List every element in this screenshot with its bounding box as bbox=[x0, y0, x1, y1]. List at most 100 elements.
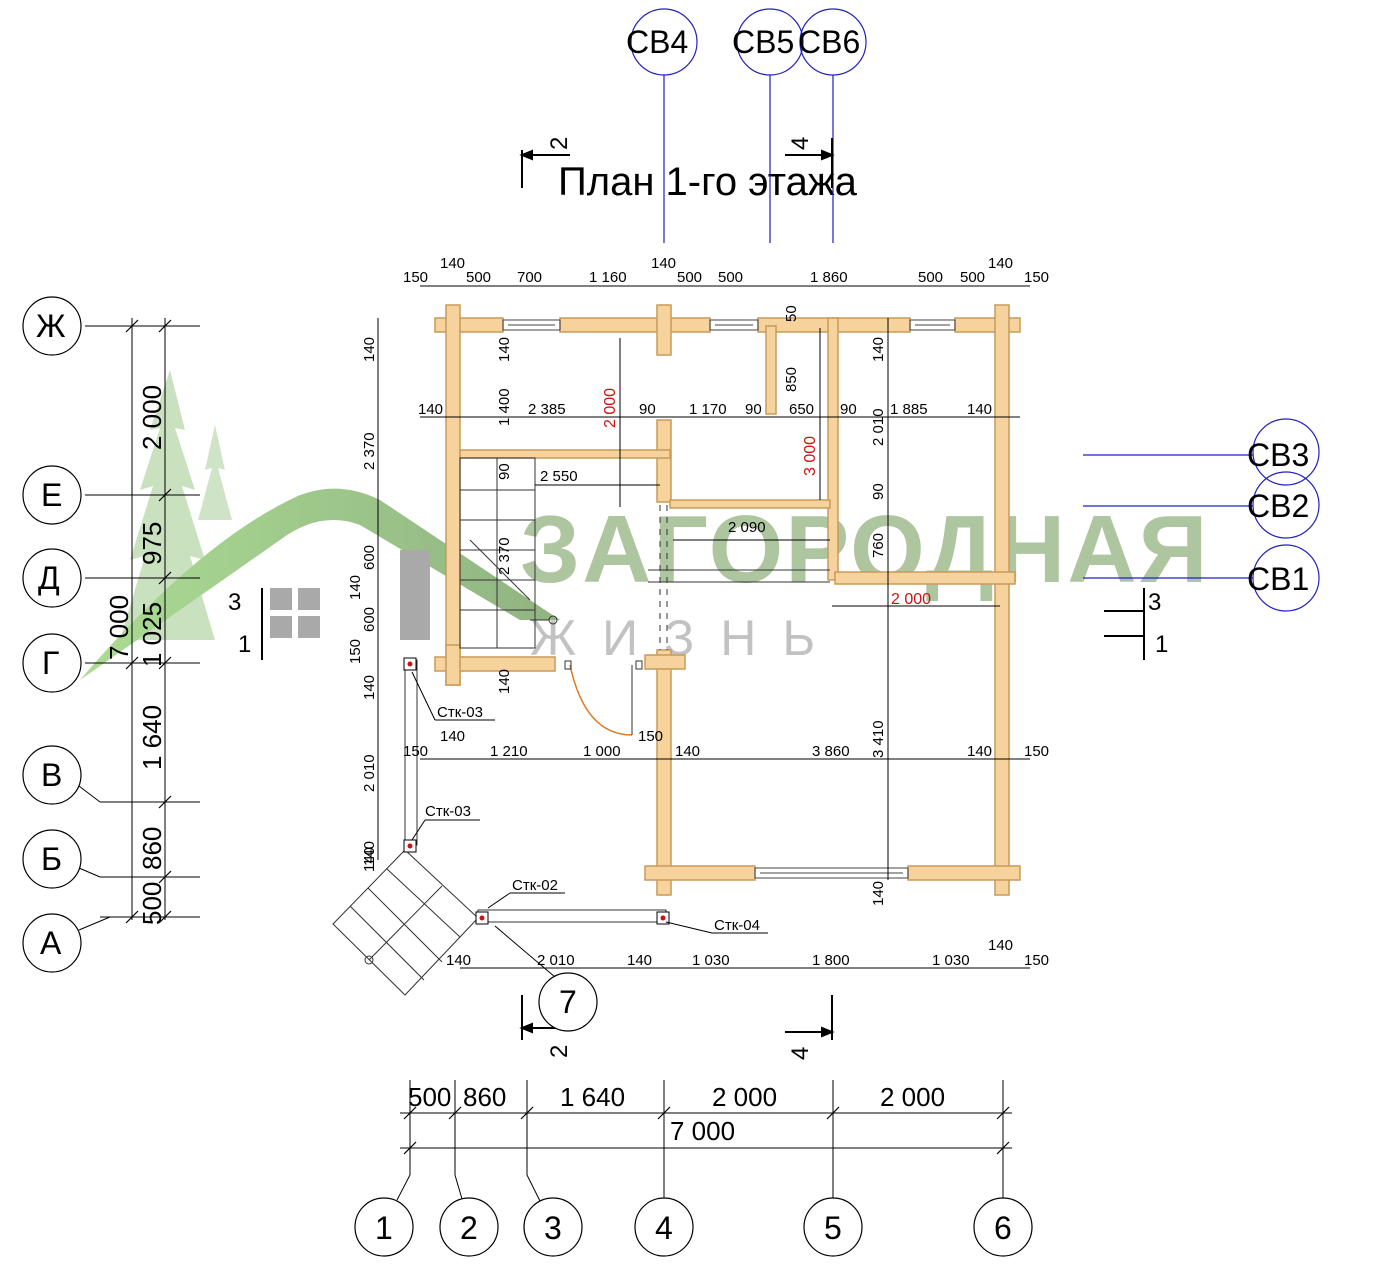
door-swing bbox=[569, 664, 633, 736]
dim-mid-90-c: 90 bbox=[840, 401, 857, 418]
axis-v: В bbox=[41, 757, 62, 793]
dim-mid-2385: 2 385 bbox=[528, 401, 566, 418]
axis-a: А bbox=[40, 925, 62, 961]
axis-7: 7 bbox=[559, 984, 577, 1020]
dim-top-500-e: 500 bbox=[960, 269, 985, 286]
dim-axis-total: 7 000 bbox=[670, 1116, 735, 1146]
axis-1: 1 bbox=[375, 1210, 393, 1246]
cut-label-1-right: 1 bbox=[1155, 631, 1168, 658]
dim-inner-2370: 2 370 bbox=[361, 432, 378, 470]
dim-bot-140-b: 140 bbox=[627, 952, 652, 969]
dim-bot-140-d: 140 bbox=[361, 841, 378, 866]
dim-mid-650: 650 bbox=[789, 401, 814, 418]
dim-left-975: 975 bbox=[137, 522, 167, 565]
tag-cb3: СВ3 bbox=[1247, 437, 1309, 473]
dim-bot-1030-b: 1 030 bbox=[932, 952, 970, 969]
axis-e: Е bbox=[41, 477, 62, 513]
dim-bot-140-a: 140 bbox=[446, 952, 471, 969]
dim-low-3860: 3 860 bbox=[812, 743, 850, 760]
dim-axis-860: 860 bbox=[463, 1082, 506, 1112]
dim-bot-1030-a: 1 030 bbox=[692, 952, 730, 969]
dim-red-2000-a: 2 000 bbox=[602, 388, 619, 428]
logo-watermark: ЗАГОРОДНАЯ ЖИЗНЬ bbox=[80, 370, 1210, 680]
dim-low-140-e: 140 bbox=[870, 881, 887, 906]
dim-low-140-d: 140 bbox=[496, 669, 513, 694]
dim-low-150-a: 150 bbox=[403, 743, 428, 760]
dim-bot-1800: 1 800 bbox=[812, 952, 850, 969]
logo-roof-icon bbox=[80, 488, 560, 680]
dim-mid-140-b: 140 bbox=[967, 401, 992, 418]
staircase bbox=[459, 457, 558, 649]
tag-cb6: СВ6 bbox=[798, 24, 860, 60]
dim-left-1640: 1 640 bbox=[137, 705, 167, 770]
cut-label-2-bottom: 2 bbox=[546, 1045, 573, 1058]
dim-top-140-b: 140 bbox=[651, 255, 676, 272]
cut-label-3-right: 3 bbox=[1148, 589, 1161, 616]
dim-x-2550: 2 550 bbox=[540, 468, 578, 485]
dim-x-2090: 2 090 bbox=[728, 519, 766, 536]
dim-x-2370: 2 370 bbox=[496, 537, 513, 575]
dim-x-140-a: 140 bbox=[496, 337, 513, 362]
dim-bot-150: 150 bbox=[1024, 952, 1049, 969]
tag-cb1: СВ1 bbox=[1247, 561, 1309, 597]
dim-low-1210: 1 210 bbox=[490, 743, 528, 760]
axis-3: 3 bbox=[544, 1210, 562, 1246]
axis-4: 4 bbox=[655, 1210, 673, 1246]
dim-top-500-a: 500 bbox=[466, 269, 491, 286]
dim-top-1160: 1 160 bbox=[589, 269, 627, 286]
logo-main-text: ЗАГОРОДНАЯ bbox=[520, 496, 1210, 603]
dimension-ticks bbox=[125, 319, 1010, 1155]
dim-inner-2010: 2 010 bbox=[361, 754, 378, 792]
dim-top-500-c: 500 bbox=[718, 269, 743, 286]
cut-label-1-left: 1 bbox=[238, 631, 251, 658]
dim-axis-2000-a: 2 000 bbox=[712, 1082, 777, 1112]
dim-inner-600-a: 600 bbox=[361, 545, 378, 570]
porch-stairs bbox=[332, 659, 667, 996]
dim-x-2010: 2 010 bbox=[870, 408, 887, 446]
walls bbox=[434, 304, 1021, 896]
cut-label-3-left: 3 bbox=[228, 589, 241, 616]
dim-red-2000-b: 2 000 bbox=[891, 591, 931, 608]
plan-title: План 1-го этажа bbox=[558, 160, 858, 204]
dim-top-500-d: 500 bbox=[918, 269, 943, 286]
dim-left-2000: 2 000 bbox=[137, 385, 167, 450]
dim-low-150-b: 150 bbox=[638, 728, 663, 745]
side-tags bbox=[1083, 418, 1320, 612]
dim-mid-1885: 1 885 bbox=[890, 401, 928, 418]
dim-left-1025: 1 025 bbox=[137, 602, 167, 667]
callout-stk03-a: Стк-03 bbox=[437, 704, 483, 721]
dim-x-140-b: 140 bbox=[870, 337, 887, 362]
dim-low-140-a: 140 bbox=[440, 728, 465, 745]
cut-label-4-top: 4 bbox=[787, 137, 814, 150]
dim-top-1860: 1 860 bbox=[810, 269, 848, 286]
dim-axis-500: 500 bbox=[408, 1082, 451, 1112]
dim-inner-140-b: 140 bbox=[347, 575, 364, 600]
axis-6: 6 bbox=[994, 1210, 1012, 1246]
dim-top-150-a: 150 bbox=[403, 269, 428, 286]
axis-b: Б bbox=[41, 841, 62, 877]
tag-cb5: СВ5 bbox=[732, 24, 794, 60]
dim-low-140-b: 140 bbox=[675, 743, 700, 760]
callout-stk03-b: Стк-03 bbox=[425, 803, 471, 820]
dim-x-50: 50 bbox=[783, 305, 800, 322]
dim-top-140-a: 140 bbox=[440, 255, 465, 272]
dim-x-850: 850 bbox=[783, 367, 800, 392]
cut-label-2-top: 2 bbox=[546, 137, 573, 150]
dim-bot-2010: 2 010 bbox=[537, 952, 575, 969]
dim-mid-90-b: 90 bbox=[745, 401, 762, 418]
axis-d: Д bbox=[38, 560, 60, 596]
windows bbox=[502, 319, 956, 879]
dim-low-140-c: 140 bbox=[967, 743, 992, 760]
dim-red-3000: 3 000 bbox=[802, 436, 819, 476]
tag-cb2: СВ2 bbox=[1247, 488, 1309, 524]
dim-top-500-b: 500 bbox=[677, 269, 702, 286]
dim-x-760: 760 bbox=[870, 533, 887, 558]
dim-low-3410: 3 410 bbox=[870, 720, 887, 758]
dim-x-90-b: 90 bbox=[870, 483, 887, 500]
dim-inner-140-c: 140 bbox=[361, 675, 378, 700]
dim-inner-140-a: 140 bbox=[361, 337, 378, 362]
dim-inner-140-d: 140 bbox=[361, 847, 378, 872]
dim-inner-150: 150 bbox=[347, 639, 364, 664]
dim-left-860: 860 bbox=[137, 827, 167, 870]
